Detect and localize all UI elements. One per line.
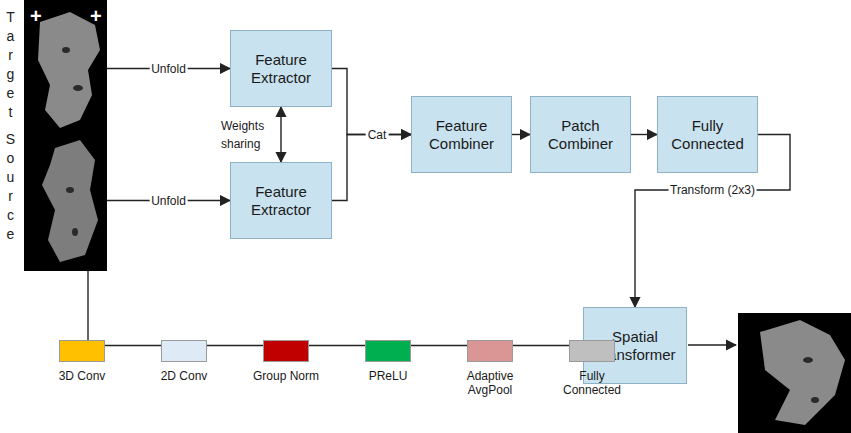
legend-swatch <box>569 340 615 362</box>
connector-arrow <box>280 107 281 162</box>
tissue-source <box>42 140 98 262</box>
connector-arrow <box>88 271 583 346</box>
legend-label: Group Norm <box>246 369 326 383</box>
legend-label: 2D Conv <box>144 369 224 383</box>
tissue-target <box>38 12 100 128</box>
tissue-spot <box>62 47 70 53</box>
connector-arrow <box>332 135 411 201</box>
edge-label: Transform (2x3) <box>668 183 757 197</box>
edge-label: Unfold <box>149 62 188 76</box>
corner-mark: + <box>30 6 42 26</box>
tissue-output <box>760 320 845 425</box>
image-node: TargetSource <box>0 0 107 271</box>
output-image <box>738 313 851 433</box>
legend-swatch <box>263 340 309 362</box>
connector-arrow <box>631 134 657 135</box>
legend-label: PReLU <box>348 369 428 383</box>
input-image <box>24 0 107 271</box>
box-label: Feature Combiner <box>418 117 505 153</box>
edge-label: Cat <box>366 128 389 142</box>
box-label: Fully Connected <box>664 117 751 153</box>
edge-label: Weights sharing <box>219 117 275 153</box>
tissue-spot <box>72 228 78 236</box>
box-label: Patch Combiner <box>537 117 624 153</box>
tissue-spot <box>66 187 74 193</box>
tissue-spot <box>811 397 819 403</box>
output-arrow <box>688 344 736 345</box>
image-caption: Source <box>5 130 20 244</box>
process-box: Feature Combiner <box>411 96 512 173</box>
process-box: Fully Connected <box>657 96 758 173</box>
connector-arrow <box>332 69 411 135</box>
legend-swatch <box>161 340 207 362</box>
corner-mark: + <box>90 6 102 26</box>
box-label: Feature Extractor <box>237 183 325 219</box>
legend-label: Fully Connected <box>552 369 632 397</box>
legend-swatch <box>59 340 105 362</box>
legend-label: 3D Conv <box>42 369 122 383</box>
process-box: Feature Extractor <box>230 162 332 239</box>
image-caption: Target <box>5 8 20 122</box>
process-box: Feature Extractor <box>230 30 332 107</box>
edge-label: Unfold <box>149 194 188 208</box>
tissue-spot <box>73 85 83 91</box>
tissue-spot <box>803 357 813 363</box>
process-box: Patch Combiner <box>530 96 631 173</box>
connector-arrow <box>512 134 530 135</box>
legend-label: Adaptive AvgPool <box>450 369 530 397</box>
legend-swatch <box>467 340 513 362</box>
box-label: Feature Extractor <box>237 51 325 87</box>
legend-swatch <box>365 340 411 362</box>
